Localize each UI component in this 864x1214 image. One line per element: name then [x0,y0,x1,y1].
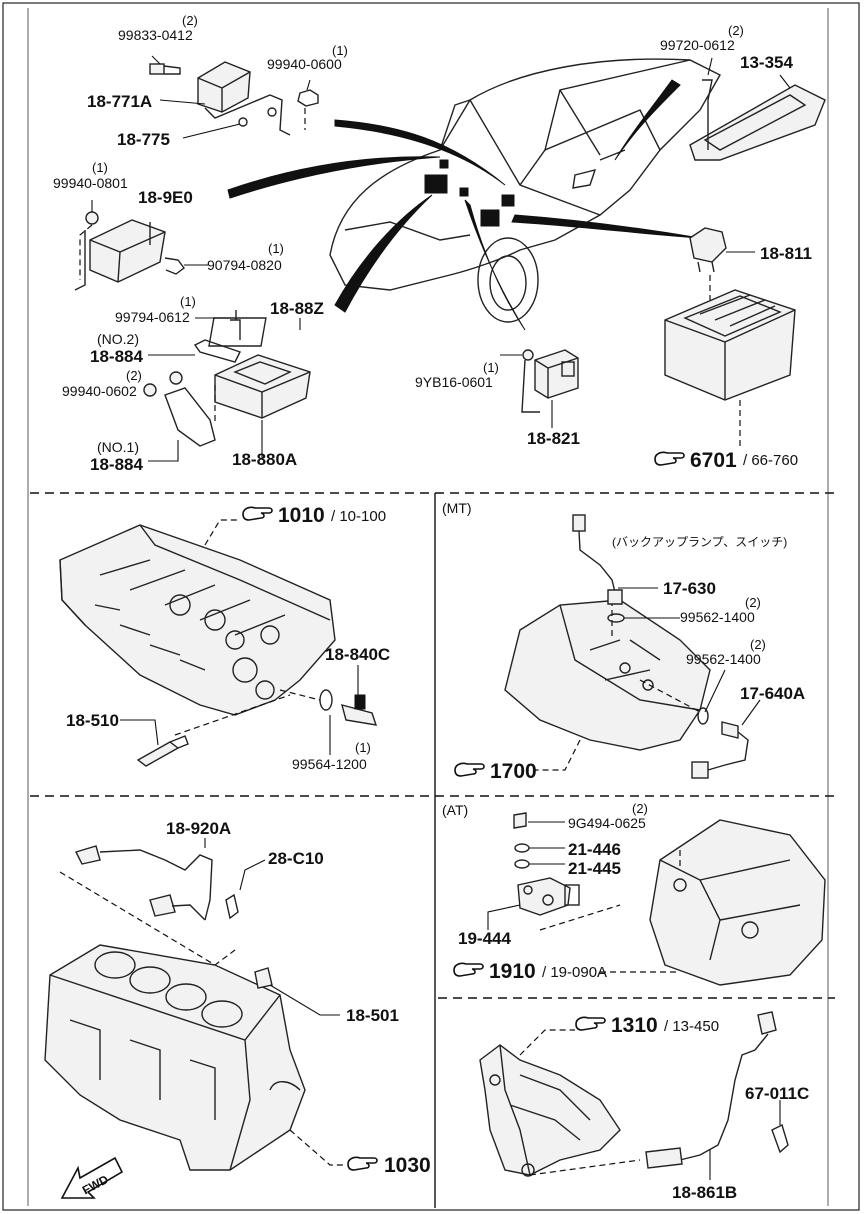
relay-18-821 [500,349,579,428]
label-99940-0600-qty: (1) [332,43,348,58]
at-switch-assembly [487,812,621,931]
label-90794-0820: 90794-0820 [207,257,282,273]
label-no2: (NO.2) [97,331,139,347]
label-9YB16-qty: (1) [483,360,499,375]
label-99940-0602-qty: (2) [126,368,142,383]
label-99562b-qty: (2) [750,637,766,652]
sensor-18-840C [319,665,378,755]
ref-1010-sub: / 10-100 [331,508,386,525]
ref-1910: 1910 / 19-090A [453,960,607,983]
label-67-011C: 67-011C [745,1084,809,1103]
ref-6701-number: 6701 [690,449,737,472]
label-99720-qty: (2) [728,23,744,38]
car-outline [329,58,721,323]
mt-title: (MT) [442,500,472,516]
label-18-884-no1: 18-884 [90,455,143,474]
cylinder-block [44,944,345,1171]
ref-6701: 6701 / 66-760 [654,449,798,472]
cover-13-354 [689,57,826,161]
label-99940-0801: 99940-0801 [53,175,128,191]
mt-note: (バックアップランプ、スイッチ) [612,535,787,549]
at-title: (AT) [442,802,468,818]
ref-1010: 1010 / 10-100 [242,504,386,527]
label-18-880A: 18-880A [232,450,297,469]
label-18-884-no2: 18-884 [90,347,143,366]
ref-1310-number: 1310 [611,1014,658,1037]
label-18-510: 18-510 [66,711,119,730]
label-99940-0602: 99940-0602 [62,383,137,399]
sensor-18-501 [254,967,340,1016]
label-99562a-qty: (2) [745,595,761,610]
label-99833-qty: (2) [182,13,198,28]
sas-unit-assembly [74,200,208,291]
label-13-354: 13-354 [740,53,793,72]
ref-1910-sub: / 19-090A [542,964,607,981]
label-99564-qty: (1) [355,740,371,755]
label-99794-0612: 99794-0612 [115,309,190,325]
label-18-821: 18-821 [527,429,580,448]
label-99720-0612: 99720-0612 [660,37,735,53]
fuse-box-assembly [664,227,796,450]
harness-17-630 [572,514,680,623]
pointer-sweeps [227,79,701,331]
label-18-88Z: 18-88Z [270,299,324,318]
ref-1310: 1310 / 13-450 [575,1014,719,1037]
knock-sensor-harness [59,838,266,966]
ref-1010-number: 1010 [278,504,325,527]
sensor-18-510 [120,719,189,767]
label-99564-1200: 99564-1200 [292,756,367,772]
label-18-920A: 18-920A [166,819,231,838]
label-18-775: 18-775 [117,130,170,149]
label-18-501: 18-501 [346,1006,399,1025]
label-18-771A: 18-771A [87,92,152,111]
crash-sensor-assembly [149,55,319,139]
exhaust-manifold [479,1029,641,1177]
ref-1700-number: 1700 [490,760,537,783]
mt-transmission [504,599,711,771]
cylinder-head [59,519,336,736]
label-9YB16-0601: 9YB16-0601 [415,374,493,390]
label-99940-0801-qty: (1) [92,160,108,175]
label-18-811: 18-811 [760,244,812,263]
fwd-arrow: FWD [60,1156,124,1199]
label-18-861B: 18-861B [672,1183,737,1202]
at-transmission [600,819,826,986]
label-18-9E0: 18-9E0 [138,188,193,207]
ref-1030: 1030 [347,1154,431,1177]
label-99794-qty: (1) [180,294,196,309]
label-21-446: 21-446 [568,840,621,859]
label-99562-1400-a: 99562-1400 [680,609,755,625]
label-18-840C: 18-840C [325,645,390,664]
ref-1310-sub: / 13-450 [664,1018,719,1035]
label-9G494-qty: (2) [632,801,648,816]
label-99562-1400-b: 99562-1400 [686,651,761,667]
pcm-module-assembly [143,310,311,462]
label-no1: (NO.1) [97,439,139,455]
label-17-630: 17-630 [663,579,716,598]
label-90794-qty: (1) [268,241,284,256]
label-99833-0412: 99833-0412 [118,27,193,43]
ref-1910-number: 1910 [489,960,536,983]
ref-6701-sub: / 66-760 [743,452,798,469]
label-19-444: 19-444 [458,929,511,948]
oxygen-sensor-18-861B [645,1011,789,1180]
label-21-445: 21-445 [568,859,621,878]
label-9G494-0625: 9G494-0625 [568,815,646,831]
ref-1030-number: 1030 [384,1154,431,1177]
label-17-640A: 17-640A [740,684,805,703]
ref-1700: 1700 [454,760,537,783]
label-99940-0600: 99940-0600 [267,56,342,72]
label-28-C10: 28-C10 [268,849,324,868]
harness-17-640A [691,669,761,779]
